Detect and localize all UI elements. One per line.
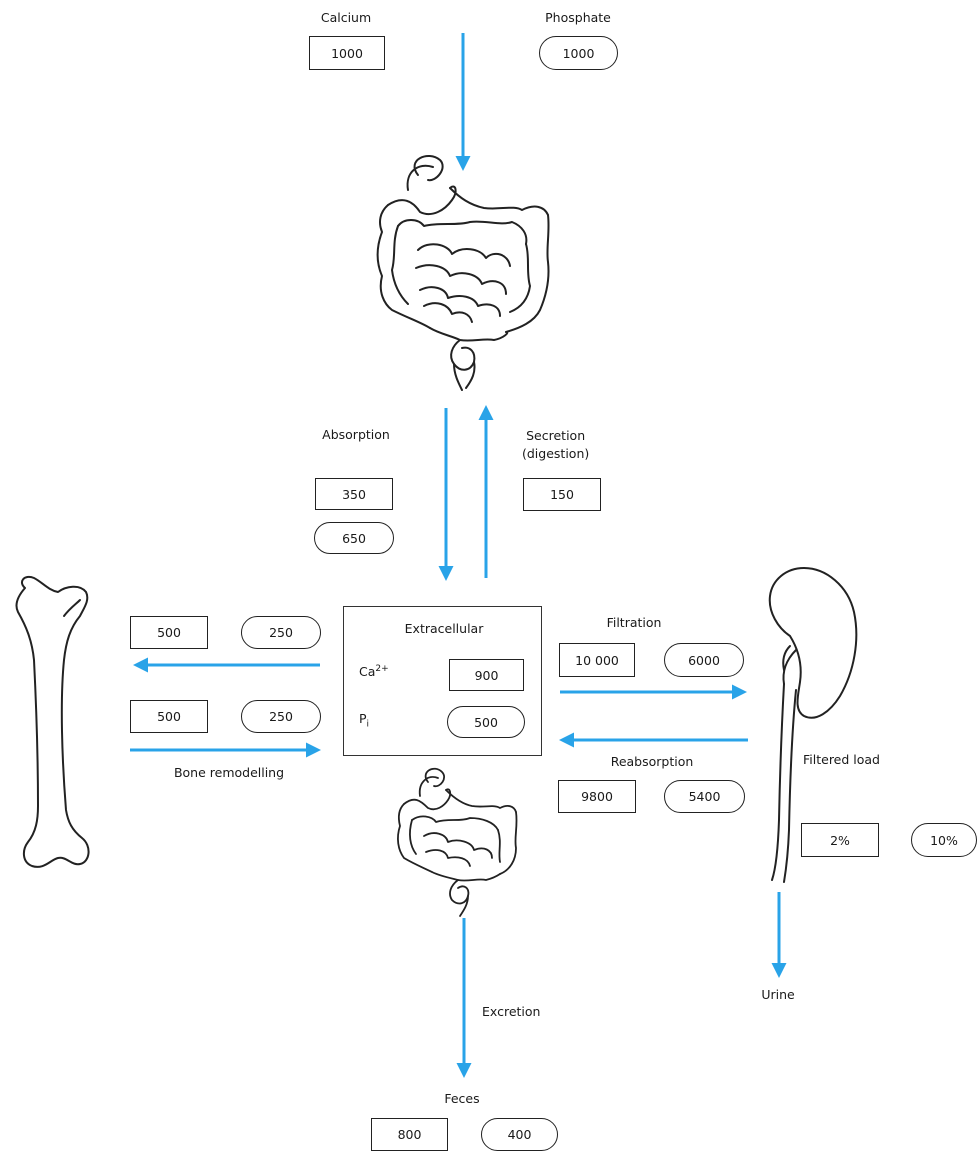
feces-label: Feces [444,1091,480,1106]
excretion-label: Excretion [482,1004,541,1019]
phosphate-intake-value: 1000 [539,36,618,70]
filtration-phosphate-value: 6000 [664,643,744,677]
intestine-icon [376,155,550,391]
secretion-label: Secretion (digestion) [522,428,590,461]
pool-title: Extracellular [404,621,484,636]
secretion-calcium-value: 150 [523,478,601,511]
urine-label: Urine [761,987,795,1002]
feces-phosphate-value: 400 [481,1118,558,1151]
filtered-load-label: Filtered load [803,752,880,767]
kidney-icon [768,567,858,883]
reabsorption-phosphate-value: 5400 [664,780,745,813]
filtration-label: Filtration [606,615,662,630]
pool-phosphate-value: 500 [447,706,525,738]
filtered-load-calcium-value: 2% [801,823,879,857]
extracellular-pool-box [343,606,542,756]
pool-calcium-value: 900 [449,659,524,691]
absorption-calcium-value: 350 [315,478,393,510]
phosphate-intake-label: Phosphate [545,10,611,25]
intestine-icon [397,767,518,917]
calcium-intake-value: 1000 [309,36,385,70]
filtration-calcium-value: 10 000 [559,643,635,677]
feces-calcium-value: 800 [371,1118,448,1151]
reabsorption-calcium-value: 9800 [558,780,636,813]
calcium-intake-label: Calcium [320,10,372,25]
filtered-load-phosphate-value: 10% [911,823,977,857]
bone-in-phosphate-value: 250 [241,700,321,733]
bone-out-calcium-value: 500 [130,616,208,649]
pool-calcium-label: Ca2+ [359,664,389,680]
pool-phosphate-label: Pi [359,711,370,730]
reabsorption-label: Reabsorption [610,754,694,769]
bone-remodelling-label: Bone remodelling [173,765,285,780]
bone-out-phosphate-value: 250 [241,616,321,649]
femur-bone-icon [15,576,90,868]
absorption-phosphate-value: 650 [314,522,394,554]
absorption-label: Absorption [322,427,390,442]
bone-in-calcium-value: 500 [130,700,208,733]
